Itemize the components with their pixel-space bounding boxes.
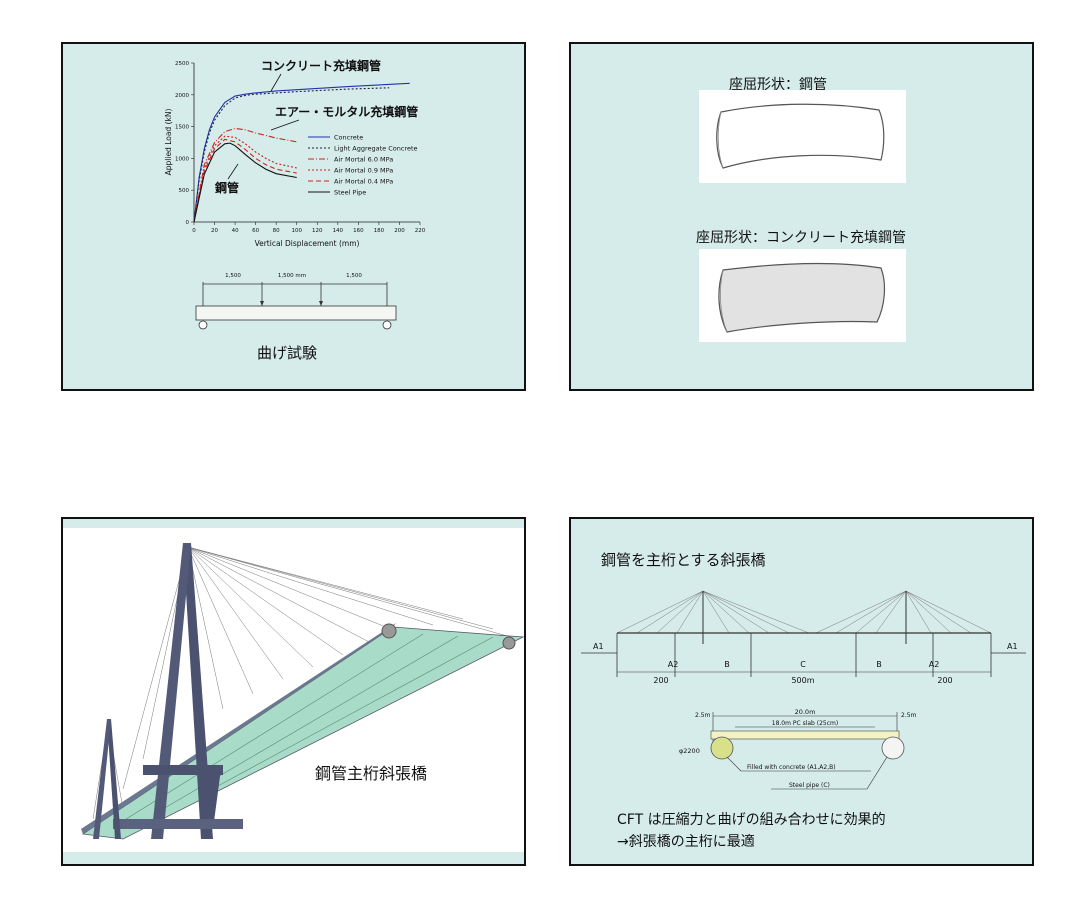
body-line-2: →斜張橋の主桁に最適 [617,834,755,850]
beam-diagram: 1,500 1,500 mm 1,500 [195,273,397,330]
slide-bridge-render: 鋼管主桁斜張橋 [61,517,526,866]
body-line-1: CFT は圧縮力と曲げの組み合わせに効果的 [617,812,886,828]
dim-left: 2.5m [695,712,711,719]
legend-label: Concrete [334,134,363,142]
steel-label: Steel pipe (C) [789,782,830,789]
dimension-label: 200 [937,676,952,685]
legend-label: Air Mortal 6.0 MPa [334,156,393,164]
x-tick-label: 140 [333,228,344,234]
y-tick-label: 2000 [175,93,189,99]
caption-cft-buckling: 座屈形状：コンクリート充填鋼管 [696,230,906,246]
x-tick-label: 100 [291,228,302,234]
segment-label: A2 [929,660,940,669]
y-tick-label: 1000 [175,156,189,162]
segment-label: B [724,660,730,669]
legend-label: Light Aggregate Concrete [334,145,418,153]
diameter-label: φ2200 [679,747,700,755]
bridge-diagrams: A1 A2 B C B A2 A1 200 500m 200 2.5m 20.0… [581,590,1026,790]
filled-pipe [710,736,734,760]
legend-label: Air Mortal 0.4 MPa [334,178,393,186]
slide-buckling-shapes: 座屈形状：鋼管 座屈形状：コンクリート充填鋼管 [569,42,1034,391]
x-tick-label: 160 [353,228,364,234]
span-label: 1,500 [346,273,362,279]
annotation-pointer [270,73,282,92]
hollow-pipe [881,736,905,760]
buckling-figures [699,90,906,342]
elevation-cables [616,590,992,634]
segment-label: C [800,660,806,669]
x-tick-label: 40 [232,228,239,234]
dim-total: 20.0m [795,708,816,716]
x-tick-label: 200 [394,228,405,234]
x-tick-label: 180 [374,228,385,234]
segment-label: A2 [668,660,679,669]
side-tower [93,719,111,839]
series-line-0 [193,82,410,223]
x-axis-label: Vertical Displacement (mm) [255,239,360,248]
tower-crossbeam [143,765,223,775]
slide-caption: 曲げ試験 [257,344,318,362]
y-axis-label: Applied Load (kN) [164,109,173,176]
annotation-air-mortar: エアー・モルタル充填鋼管 [275,104,418,119]
series-line-4 [193,138,297,223]
pipe-end [502,636,516,650]
support [198,320,208,330]
x-tick-label: 120 [312,228,323,234]
dim-right: 2.5m [901,712,917,719]
beam [195,305,397,321]
y-tick-label: 500 [179,188,190,194]
y-tick-label: 1500 [175,125,189,131]
legend-label: Steel Pipe [334,189,366,197]
series-line-5 [193,142,297,223]
annotation-pointer [227,163,239,180]
side-tower [107,719,121,839]
span-label: 1,500 mm [278,273,306,279]
dimension-label: 500m [791,676,814,685]
slab-label: 18.0m PC slab (25cm) [772,720,838,727]
annotation-pointer [270,119,300,131]
segment-label: A1 [593,642,604,651]
x-tick-label: 20 [211,228,218,234]
load-displacement-chart: 0 20 40 60 80 100 120 140 160 180 200 220 0 500 1000 1… [164,58,426,248]
x-tick-label: 80 [273,228,280,234]
span-label: 1,500 [225,273,241,279]
annotation-steel-pipe: 鋼管 [214,180,239,195]
pc-slab [710,730,900,740]
support [382,320,392,330]
y-tick-label: 2500 [175,61,189,67]
cross-section: 2.5m 20.0m 2.5m 18.0m PC slab (25cm) φ22… [679,708,917,790]
legend-label: Air Mortal 0.9 MPa [334,167,393,175]
slide-bending-test: 0 20 40 60 80 100 120 140 160 180 200 220 0 500 1000 1… [61,42,526,391]
x-tick-label: 60 [252,228,259,234]
stay-cables [92,546,519,820]
cable-stayed-bridge-render [63,519,524,864]
slide-cable-stayed-bridge: 鋼管を主桁とする斜張橋 [569,517,1034,866]
dimension-label: 200 [653,676,668,685]
annotation-concrete-filled: コンクリート充填鋼管 [261,58,381,73]
series-line-3 [193,135,297,223]
caption-steel-pipe-buckling: 座屈形状：鋼管 [729,77,827,93]
x-tick-label: 220 [415,228,426,234]
pipe-end [381,623,397,639]
bending-test-figure: 0 20 40 60 80 100 120 140 160 180 200 220 0 500 1000 1… [164,58,426,330]
y-tick-label: 0 [186,220,190,226]
segment-label: B [876,660,882,669]
x-tick-label: 0 [192,228,196,234]
series-line-1 [193,87,390,223]
series-line-2 [193,127,297,223]
slide-title: 鋼管を主桁とする斜張橋 [601,551,766,569]
filled-label: Filled with concrete (A1,A2,B) [747,764,836,771]
segment-label: A1 [1007,642,1018,651]
bridge-caption: 鋼管主桁斜張橋 [315,764,428,783]
buckled-cft-pipe-shape [718,262,886,333]
